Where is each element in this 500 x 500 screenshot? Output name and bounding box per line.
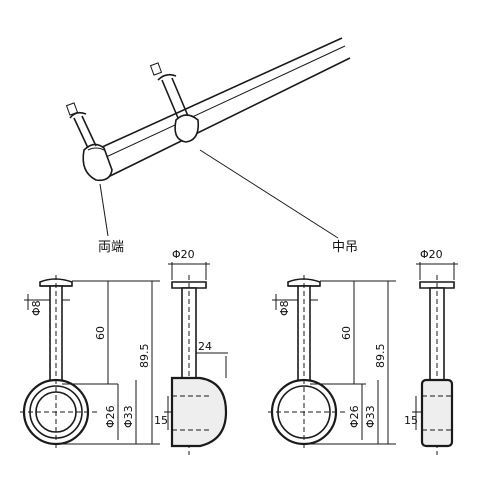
center-cap-fitting: [174, 114, 200, 143]
end-bracket-dimension-lines: [24, 280, 160, 445]
rod-diameter-label: Φ8: [30, 300, 43, 316]
center-bracket-label: 中吊: [332, 240, 358, 255]
center-bracket-front-view: [268, 275, 346, 450]
end-cap-fitting: [82, 143, 113, 182]
end-cap-body: [170, 376, 228, 448]
center-cap-body: [420, 378, 454, 448]
center-rod-diameter-label: Φ8: [278, 300, 291, 316]
end-bracket-label: 両端: [98, 240, 124, 255]
total-height-label: 89.5: [138, 344, 151, 369]
center-ring-inner-diameter-label: Φ26: [348, 405, 361, 428]
center-bracket-dimension-lines: [272, 280, 396, 445]
perspective-rod-illustration: [65, 37, 351, 239]
center-ring-outer-diameter-label: Φ33: [364, 405, 377, 428]
center-side-offset-label: 15: [404, 414, 418, 427]
stem-length-label: 60: [94, 326, 107, 340]
center-total-height-label: 89.5: [374, 344, 387, 369]
center-rod-top-diameter-label: Φ20: [420, 248, 443, 261]
center-bracket-side-view: [412, 262, 458, 455]
rod-top-diameter-label: Φ20: [172, 248, 195, 261]
ring-outer-diameter-label: Φ33: [122, 405, 135, 428]
cap-width-label: 24: [198, 340, 212, 353]
end-bracket-side-view: [164, 262, 228, 455]
end-bracket-front-view: [20, 275, 98, 450]
side-offset-label: 15: [154, 414, 168, 427]
center-stem-length-label: 60: [340, 326, 353, 340]
ring-inner-diameter-label: Φ26: [104, 405, 117, 428]
